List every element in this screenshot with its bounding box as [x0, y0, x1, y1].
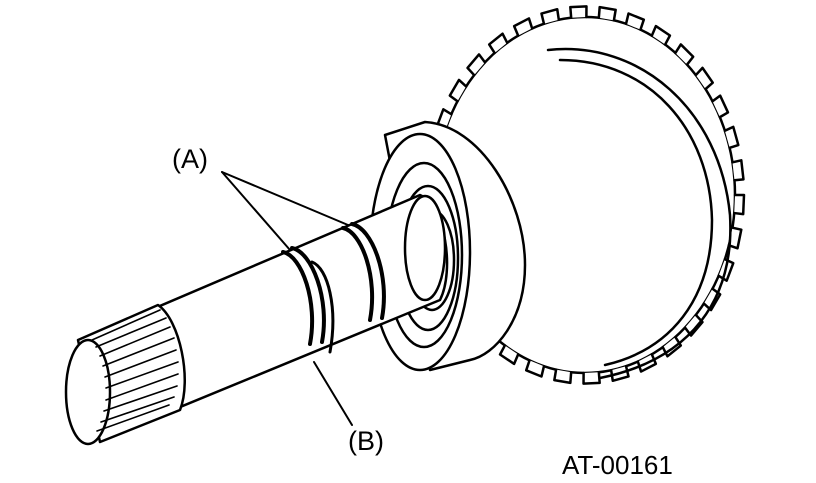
gear-tooth — [674, 43, 695, 66]
gear-tooth — [732, 193, 746, 216]
gear-tooth — [466, 53, 487, 77]
gear-tooth — [512, 17, 534, 37]
gear-tooth — [683, 313, 704, 337]
splined-end — [64, 303, 186, 446]
gear-tooth — [569, 5, 588, 20]
gear-tooth — [597, 5, 617, 22]
gear-tooth — [723, 125, 740, 150]
gear-tooth — [694, 66, 715, 91]
gear-tooth — [711, 94, 730, 119]
gear-tooth — [731, 159, 745, 182]
seal-rings-a — [281, 222, 386, 346]
gear-tooth — [553, 368, 573, 385]
leader-lines — [221, 171, 353, 426]
gear-tooth — [727, 226, 743, 250]
gear-tooth — [487, 32, 509, 55]
gear-tooth — [650, 24, 672, 46]
callout-label-b: (B) — [348, 426, 384, 456]
gear-tooth — [582, 370, 601, 385]
gear-tooth — [540, 7, 561, 26]
gear-tooth — [448, 78, 468, 103]
gear-tooth — [624, 12, 646, 31]
gear-tooth — [498, 344, 520, 366]
callout-label-a: (A) — [172, 144, 208, 174]
gear-tooth — [524, 359, 546, 378]
figure-id: AT-00161 — [562, 450, 673, 480]
snap-ring-b — [310, 260, 335, 354]
